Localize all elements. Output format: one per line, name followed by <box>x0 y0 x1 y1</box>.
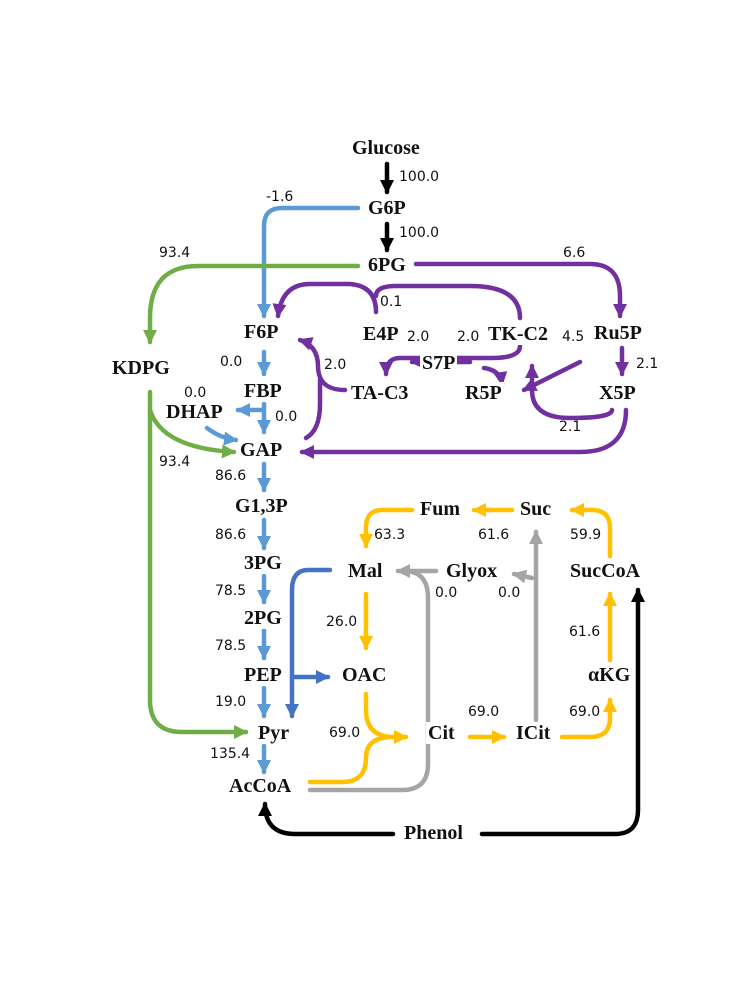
flux-fbp-gap: 0.0 <box>275 409 298 425</box>
arrow-icit-to-akg <box>559 697 617 740</box>
flux-suc-fum: 61.6 <box>478 527 510 543</box>
flux-oac-cit: 69.0 <box>329 725 361 741</box>
metabolite-g13p: G1,3P <box>233 495 290 517</box>
metabolite-glucose: Glucose <box>350 137 422 159</box>
metabolite-2pg: 2PG <box>242 607 284 629</box>
arrow-accoa-to-cit <box>307 734 393 785</box>
arrow-oac-to-cit <box>363 691 409 744</box>
flux-s7p-e4p: 2.0 <box>457 329 480 345</box>
arrow-gap-to-tac3 <box>303 377 323 441</box>
metabolite-fbp: FBP <box>242 380 284 402</box>
metabolite-pep: PEP <box>242 664 284 686</box>
flux-6pg-kdpg: 93.4 <box>159 245 191 261</box>
arrow-x5p-to-tk <box>525 363 615 421</box>
arrow-icit-to-glyox <box>511 569 535 584</box>
arrow-tac3-to-f6p <box>297 337 348 393</box>
metabolite-cit: Cit <box>426 722 457 744</box>
arrow-fum-to-mal <box>359 507 415 549</box>
flux-tk-f6p: 0.1 <box>380 294 403 310</box>
flux-gap-g13p: 86.6 <box>215 468 247 484</box>
flux-f6p-fbp: 0.0 <box>220 354 243 370</box>
arrow-dhap-to-gap <box>204 425 239 446</box>
metabolite-x5p: X5P <box>597 382 638 404</box>
arrow-tk-to-r5p <box>481 365 508 387</box>
flux-tk-s7p: 2.0 <box>407 329 430 345</box>
metabolite-6pg: 6PG <box>366 254 408 276</box>
metabolite-suc: Suc <box>518 498 554 520</box>
flux-succoa-suc: 59.9 <box>570 527 602 543</box>
flux-kdpg-gap: 93.4 <box>159 454 191 470</box>
flux-glyox-mal: 0.0 <box>435 585 458 601</box>
metabolite-gap: GAP <box>238 439 285 461</box>
flux-mal-oac: 26.0 <box>326 614 358 630</box>
metabolite-fum: Fum <box>418 498 462 520</box>
metabolite-r5p: R5P <box>463 382 504 404</box>
flux-ru5p-r5p: 4.5 <box>562 329 585 345</box>
metabolite-g6p: G6P <box>366 197 408 219</box>
flux-cit-icit: 69.0 <box>468 704 500 720</box>
arrow-6pg-to-ru5p <box>413 261 627 319</box>
metabolite-succoa: SucCoA <box>568 560 643 582</box>
flux-x5p-gap: 2.1 <box>559 419 582 435</box>
metabolite-ta-c3: TA-C3 <box>349 382 411 404</box>
flux-icit-akg: 69.0 <box>569 704 601 720</box>
metabolite-accoa: AcCoA <box>227 775 294 797</box>
arrow-phenol-to-succoa <box>479 587 645 837</box>
metabolite-oac: OAC <box>340 664 389 686</box>
arrow-tk-loop-top <box>373 283 523 321</box>
arrow-tk-to-f6p <box>272 281 379 319</box>
flux-g6p-6pg: 100.0 <box>399 225 440 241</box>
arrow-x5p-to-gap <box>299 407 629 459</box>
flux-fum-mal: 63.3 <box>374 527 406 543</box>
flux-akg-succoa: 61.6 <box>569 624 601 640</box>
metabolite-kdpg: KDPG <box>110 357 172 379</box>
metabolite-icit: ICit <box>514 722 553 744</box>
metabolite-akg: αKG <box>586 664 633 686</box>
flux-pep-pyr: 19.0 <box>215 694 247 710</box>
metabolite-phenol: Phenol <box>402 822 465 844</box>
flux-glucose-g6p: 100.0 <box>399 169 440 185</box>
flux-pyr-accoa: 135.4 <box>210 746 251 762</box>
metabolite-ru5p: Ru5P <box>592 322 644 344</box>
metabolite-glyox: Glyox <box>444 560 500 582</box>
arrow-phenol-to-accoa <box>258 801 396 837</box>
flux-tac3-f6p: 2.0 <box>324 357 347 373</box>
arrow-accoa-to-mal <box>307 568 431 793</box>
flux-2pg-pep: 78.5 <box>215 638 247 654</box>
flux-g13p-3pg: 86.6 <box>215 527 247 543</box>
metabolite-f6p: F6P <box>242 321 281 343</box>
flux-g6p-f6p: -1.6 <box>266 189 294 205</box>
flux-icit-glyox: 0.0 <box>498 585 521 601</box>
metabolite-3pg: 3PG <box>242 552 284 574</box>
metabolite-tk-c2: TK-C2 <box>486 323 550 345</box>
arrow-kdpg-to-pyr <box>147 407 249 739</box>
flux-ru5p-x5p: 2.1 <box>636 356 659 372</box>
flux-3pg-2pg: 78.5 <box>215 583 247 599</box>
arrow-g6p-to-f6p <box>257 205 361 319</box>
metabolite-pyr: Pyr <box>256 722 292 744</box>
arrow-mal-to-pyr <box>285 567 333 719</box>
arrow-succoa-to-suc <box>569 503 613 559</box>
metabolite-e4p: E4P <box>361 323 401 345</box>
metabolite-s7p: S7P <box>420 352 458 374</box>
arrow-6pg-to-kdpg <box>143 263 361 345</box>
flux-fbp-dhap: 0.0 <box>184 385 207 401</box>
metabolite-mal: Mal <box>346 560 385 582</box>
metabolite-dhap: DHAP <box>164 401 225 423</box>
flux-6pg-ru5p: 6.6 <box>563 245 586 261</box>
